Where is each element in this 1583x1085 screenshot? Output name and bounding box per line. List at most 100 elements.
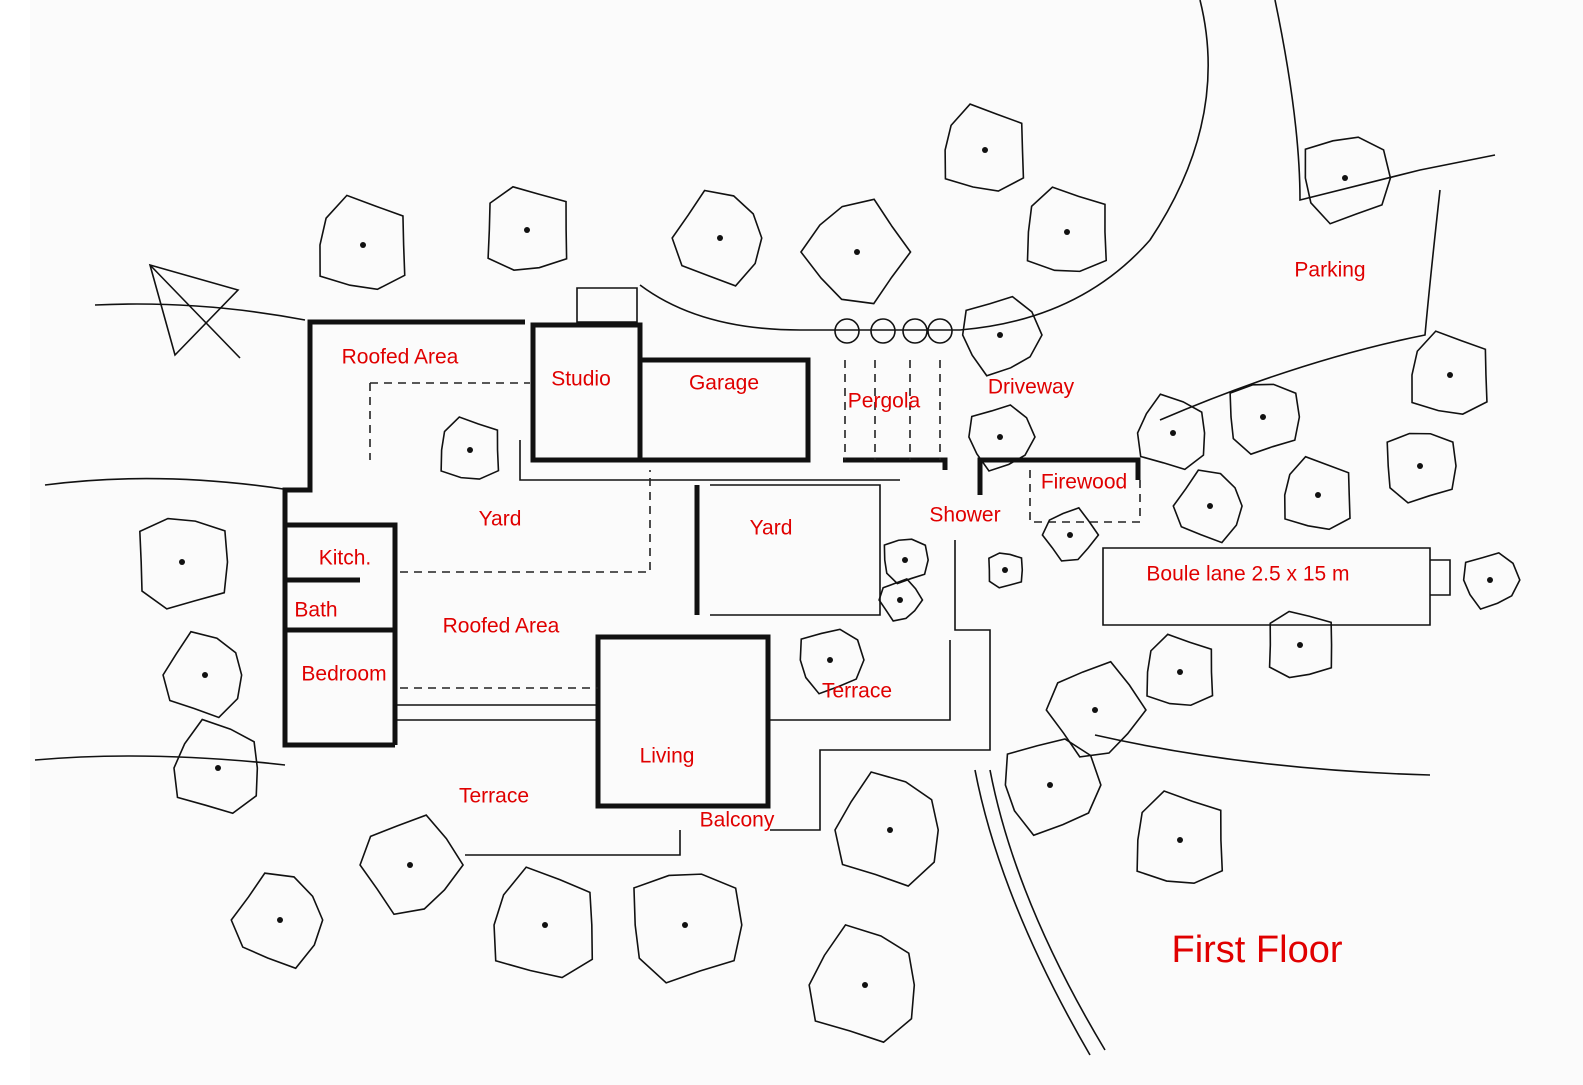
label-yard-left: Yard xyxy=(479,508,522,531)
label-balcony: Balcony xyxy=(700,809,775,832)
tree-icon xyxy=(1004,738,1102,837)
tree-trunk-icon xyxy=(717,235,723,241)
label-studio: Studio xyxy=(551,368,611,391)
tree-trunk-icon xyxy=(1417,463,1423,469)
label-bedroom: Bedroom xyxy=(301,663,386,686)
terrain-lines xyxy=(34,0,1496,1056)
tree-icon xyxy=(1411,330,1488,415)
tree-icon xyxy=(1041,506,1100,562)
tree-trunk-icon xyxy=(902,557,908,563)
tree-icon xyxy=(883,538,929,585)
label-yard-right: Yard xyxy=(750,517,793,540)
tree-trunk-icon xyxy=(897,597,903,603)
label-boule-lane: Boule lane 2.5 x 15 m xyxy=(1146,563,1349,586)
tree-trunk-icon xyxy=(1064,229,1070,235)
tree-trunk-icon xyxy=(1047,782,1053,788)
tree-icon xyxy=(1136,393,1206,471)
tree-icon xyxy=(319,194,406,291)
tree-trunk-icon xyxy=(1002,567,1008,573)
tree-icon xyxy=(1229,383,1301,456)
tree-icon xyxy=(988,552,1024,589)
tree-trunk-icon xyxy=(1447,372,1453,378)
tree-icon xyxy=(1146,633,1214,707)
building-walls xyxy=(282,287,1451,856)
tree-icon xyxy=(671,189,763,287)
north-arrow-icon xyxy=(148,263,241,359)
tree-trunk-icon xyxy=(1177,669,1183,675)
label-terrace-right: Terrace xyxy=(822,680,892,703)
label-garage: Garage xyxy=(689,372,759,395)
tree-trunk-icon xyxy=(524,227,530,233)
label-firewood: Firewood xyxy=(1041,471,1127,494)
plan-title: First Floor xyxy=(1172,929,1343,971)
tree-icon xyxy=(173,718,259,815)
tree-trunk-icon xyxy=(202,672,208,678)
pergola-columns xyxy=(834,318,953,344)
label-driveway: Driveway xyxy=(988,376,1075,399)
tree-trunk-icon xyxy=(1092,707,1098,713)
label-roofed-area-bottom: Roofed Area xyxy=(443,615,560,638)
tree-icon xyxy=(1268,610,1333,679)
tree-icon xyxy=(139,517,229,610)
tree-icon xyxy=(1386,432,1457,504)
tree-icon xyxy=(1136,790,1224,885)
tree-trunk-icon xyxy=(277,917,283,923)
tree-icon xyxy=(1283,455,1351,531)
label-kitchen: Kitch. xyxy=(319,547,372,570)
tree-icon xyxy=(633,873,743,984)
label-shower: Shower xyxy=(929,504,1000,527)
tree-icon xyxy=(1026,186,1108,273)
tree-trunk-icon xyxy=(179,559,185,565)
trees xyxy=(139,103,1521,1044)
tree-trunk-icon xyxy=(1315,492,1321,498)
label-parking: Parking xyxy=(1294,259,1365,282)
tree-trunk-icon xyxy=(1297,642,1303,648)
tree-icon xyxy=(359,814,465,916)
page-margin xyxy=(0,0,30,1085)
tree-icon xyxy=(162,630,243,719)
tree-trunk-icon xyxy=(997,332,1003,338)
tree-trunk-icon xyxy=(887,827,893,833)
tree-trunk-icon xyxy=(542,922,548,928)
tree-trunk-icon xyxy=(1170,430,1176,436)
label-living: Living xyxy=(640,745,695,768)
tree-trunk-icon xyxy=(997,434,1003,440)
tree-icon xyxy=(1045,660,1147,758)
tree-trunk-icon xyxy=(215,765,221,771)
tree-trunk-icon xyxy=(1177,837,1183,843)
room-labels: Roofed Area Studio Garage Pergola Drivew… xyxy=(294,259,1365,971)
label-roofed-area-top: Roofed Area xyxy=(342,346,459,369)
label-pergola: Pergola xyxy=(848,390,921,413)
tree-icon xyxy=(878,578,924,622)
tree-trunk-icon xyxy=(1342,175,1348,181)
tree-icon xyxy=(944,103,1025,192)
tree-icon xyxy=(1304,136,1392,225)
tree-trunk-icon xyxy=(862,982,868,988)
tree-trunk-icon xyxy=(1207,503,1213,509)
tree-icon xyxy=(1462,551,1521,611)
tree-trunk-icon xyxy=(827,657,833,663)
tree-trunk-icon xyxy=(982,147,988,153)
tree-icon xyxy=(799,628,865,695)
tree-icon xyxy=(440,416,500,480)
tree-trunk-icon xyxy=(1487,577,1493,583)
tree-trunk-icon xyxy=(407,862,413,868)
tree-trunk-icon xyxy=(1067,532,1073,538)
tree-icon xyxy=(808,923,916,1044)
tree-icon xyxy=(487,185,568,271)
tree-trunk-icon xyxy=(854,249,860,255)
tree-trunk-icon xyxy=(360,242,366,248)
tree-icon xyxy=(493,866,594,979)
tree-trunk-icon xyxy=(682,922,688,928)
tree-icon xyxy=(1172,469,1243,544)
tree-icon xyxy=(230,872,324,970)
tree-icon xyxy=(968,404,1036,472)
tree-icon xyxy=(834,771,940,887)
tree-icon xyxy=(961,295,1043,377)
tree-trunk-icon xyxy=(1260,414,1266,420)
tree-trunk-icon xyxy=(467,447,473,453)
label-bath: Bath xyxy=(294,599,337,622)
label-terrace-left: Terrace xyxy=(459,785,529,808)
